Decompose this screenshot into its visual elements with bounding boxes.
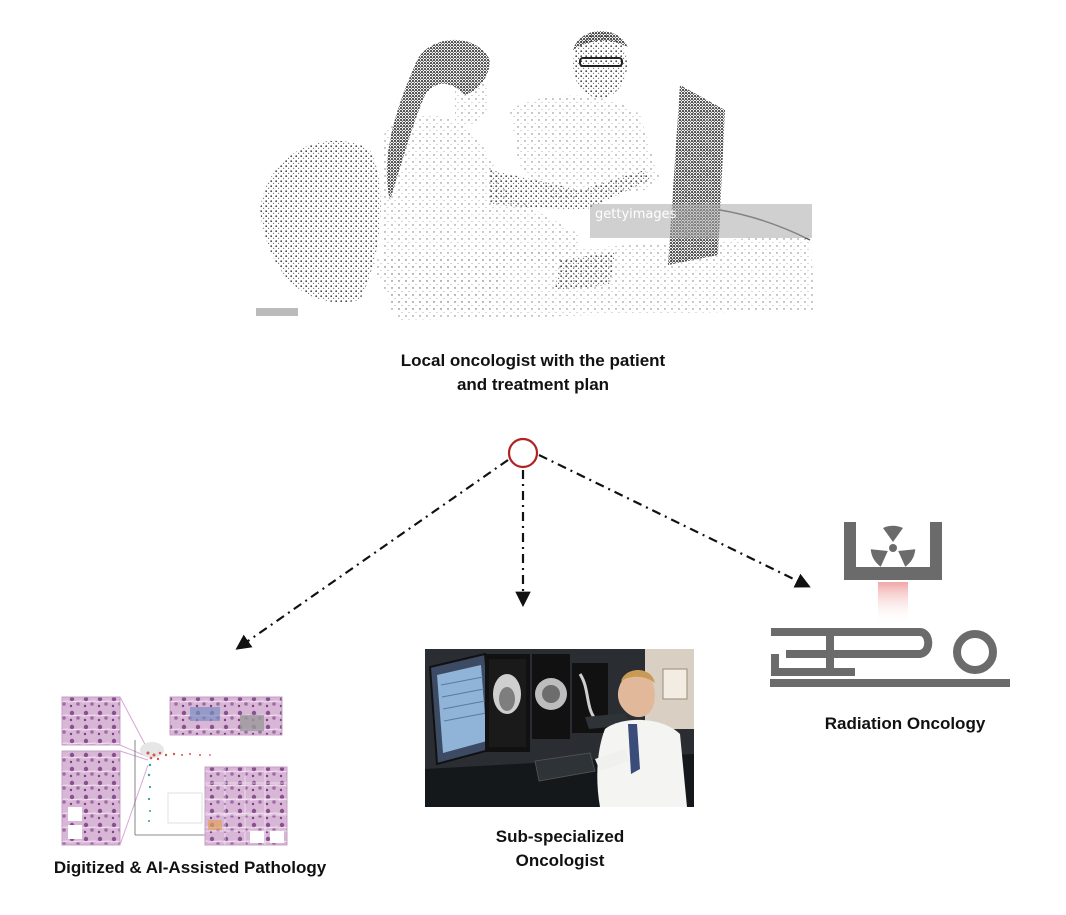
radiation-machine-icon <box>770 522 1010 687</box>
chair-shape <box>260 140 381 303</box>
couch-top-shape <box>771 628 933 658</box>
keyboard-shape <box>555 252 615 290</box>
arrow-to-pathology <box>235 459 509 650</box>
radiologist-workstation <box>425 649 694 807</box>
hub-circle <box>507 437 539 469</box>
plot-cluster-halo <box>140 742 164 758</box>
doctor-hair-shape <box>621 670 655 683</box>
pathology-caption: Digitized & AI-Assisted Pathology <box>53 858 327 877</box>
doctor-arm <box>595 749 630 771</box>
plot-points-teal <box>147 763 152 822</box>
doctor-tie <box>628 724 640 774</box>
patient-hair-shape <box>573 30 628 50</box>
tile-blue-stain <box>190 707 220 721</box>
patient-glasses-shape <box>579 57 623 67</box>
tile-gray-stain <box>240 715 264 731</box>
watermark-id-tag <box>256 308 298 316</box>
plot-points-red <box>146 751 211 761</box>
doctor-body-shape <box>381 114 580 311</box>
top-illustration: gettyimages <box>250 20 815 325</box>
doctor-white-coat <box>597 719 687 807</box>
pathology-figure <box>40 695 290 847</box>
doctor-face-shape <box>455 73 489 126</box>
wall-sign <box>662 668 688 700</box>
radiation-trefoil-icon <box>870 525 916 567</box>
doctor-head-shape <box>617 670 655 718</box>
pathology-collage <box>61 696 288 846</box>
radiation-figure <box>770 512 1015 692</box>
linac-head-shape <box>844 522 942 580</box>
top-caption-line1: Local oncologist with the patient <box>400 351 666 370</box>
blank-tile <box>68 807 82 821</box>
top-caption-line2: and treatment plan <box>456 375 610 394</box>
arrow-to-radiation <box>538 454 811 588</box>
subspecialist-caption-line2: Oncologist <box>515 851 605 870</box>
blank-tile <box>270 831 284 843</box>
patient-body-shape <box>510 95 660 200</box>
couch-head-ring <box>953 630 997 674</box>
radiation-beam <box>878 582 908 624</box>
subspecialist-photo <box>425 649 694 807</box>
subspecialist-caption: Sub-specialized Oncologist <box>430 825 690 873</box>
radiation-caption: Radiation Oncology <box>824 714 986 733</box>
subspecialist-caption-line1: Sub-specialized <box>495 827 625 846</box>
plot-legend-box <box>167 792 203 824</box>
blank-tile <box>250 831 264 843</box>
consultation-sketch <box>260 30 815 320</box>
top-caption: Local oncologist with the patient and tr… <box>333 349 733 397</box>
watermark-logo: gettyimages <box>595 207 677 222</box>
monitor-left-screen <box>437 665 487 753</box>
tile-orange-stain <box>208 820 222 830</box>
blank-tile <box>68 825 82 839</box>
tile-group-top-left <box>61 696 121 746</box>
tile-group-top-right <box>169 696 283 736</box>
couch-floor-bar <box>770 679 1010 687</box>
watermark-band <box>590 204 812 238</box>
keyboard-shape <box>534 752 596 782</box>
